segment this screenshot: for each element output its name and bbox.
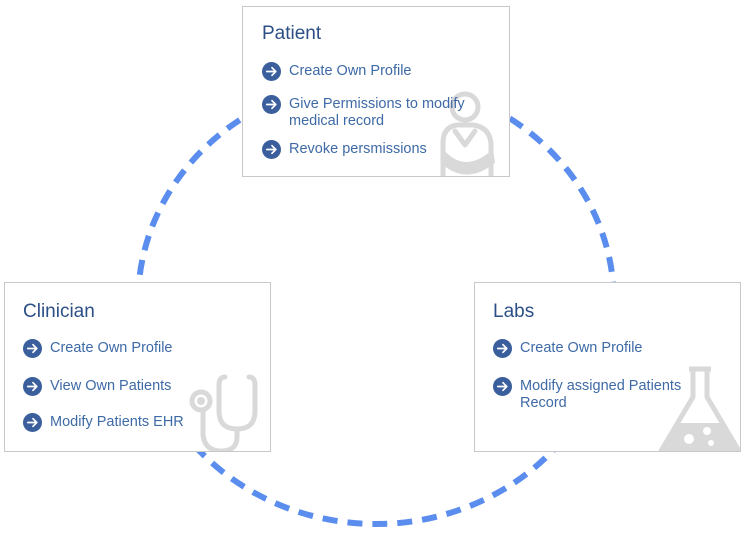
patient-item-label: Create Own Profile (289, 63, 412, 79)
clinician-item-label: View Own Patients (50, 378, 172, 394)
clinician-title: Clinician (23, 301, 95, 322)
labs-item-create-profile: Create Own Profile (493, 339, 723, 358)
arrow-right-circle-icon (262, 95, 281, 114)
arrow-right-circle-icon (23, 413, 42, 432)
patient-item-create-profile: Create Own Profile (262, 62, 492, 81)
patient-title: Patient (262, 23, 322, 44)
patient-item-label: Revoke persmissions (289, 141, 427, 157)
patient-item-revoke-permissions: Revoke persmissions (262, 140, 492, 159)
arrow-right-circle-icon (262, 140, 281, 159)
labs-card: Labs Create Own Profile Modify assigned … (474, 282, 741, 452)
clinician-item-modify-ehr: Modify Patients EHR (23, 413, 253, 432)
arrow-right-circle-icon (493, 377, 512, 396)
clinician-item-label: Modify Patients EHR (50, 414, 184, 430)
flask-icon (658, 366, 740, 451)
clinician-item-view-patients: View Own Patients (23, 377, 253, 396)
labs-item-label: Modify assigned Patients Record (520, 378, 682, 411)
labs-item-label: Create Own Profile (520, 340, 643, 356)
patient-item-label: Give Permissions to modify medical recor… (289, 96, 465, 129)
patient-card: Patient Create Own Profile Give Permissi… (242, 6, 510, 177)
clinician-item-create-profile: Create Own Profile (23, 339, 253, 358)
labs-item-modify-record: Modify assigned Patients Record (493, 377, 723, 412)
stethoscope-icon (189, 374, 258, 451)
arrow-right-circle-icon (262, 62, 281, 81)
arrow-right-circle-icon (23, 377, 42, 396)
clinician-item-label: Create Own Profile (50, 340, 173, 356)
clinician-card: Clinician Create Own Profile View Own Pa… (4, 282, 271, 452)
labs-title: Labs (493, 301, 535, 322)
arrow-right-circle-icon (493, 339, 512, 358)
arrow-right-circle-icon (23, 339, 42, 358)
patient-icon (440, 91, 495, 176)
patient-item-give-permissions: Give Permissions to modify medical recor… (262, 95, 492, 130)
